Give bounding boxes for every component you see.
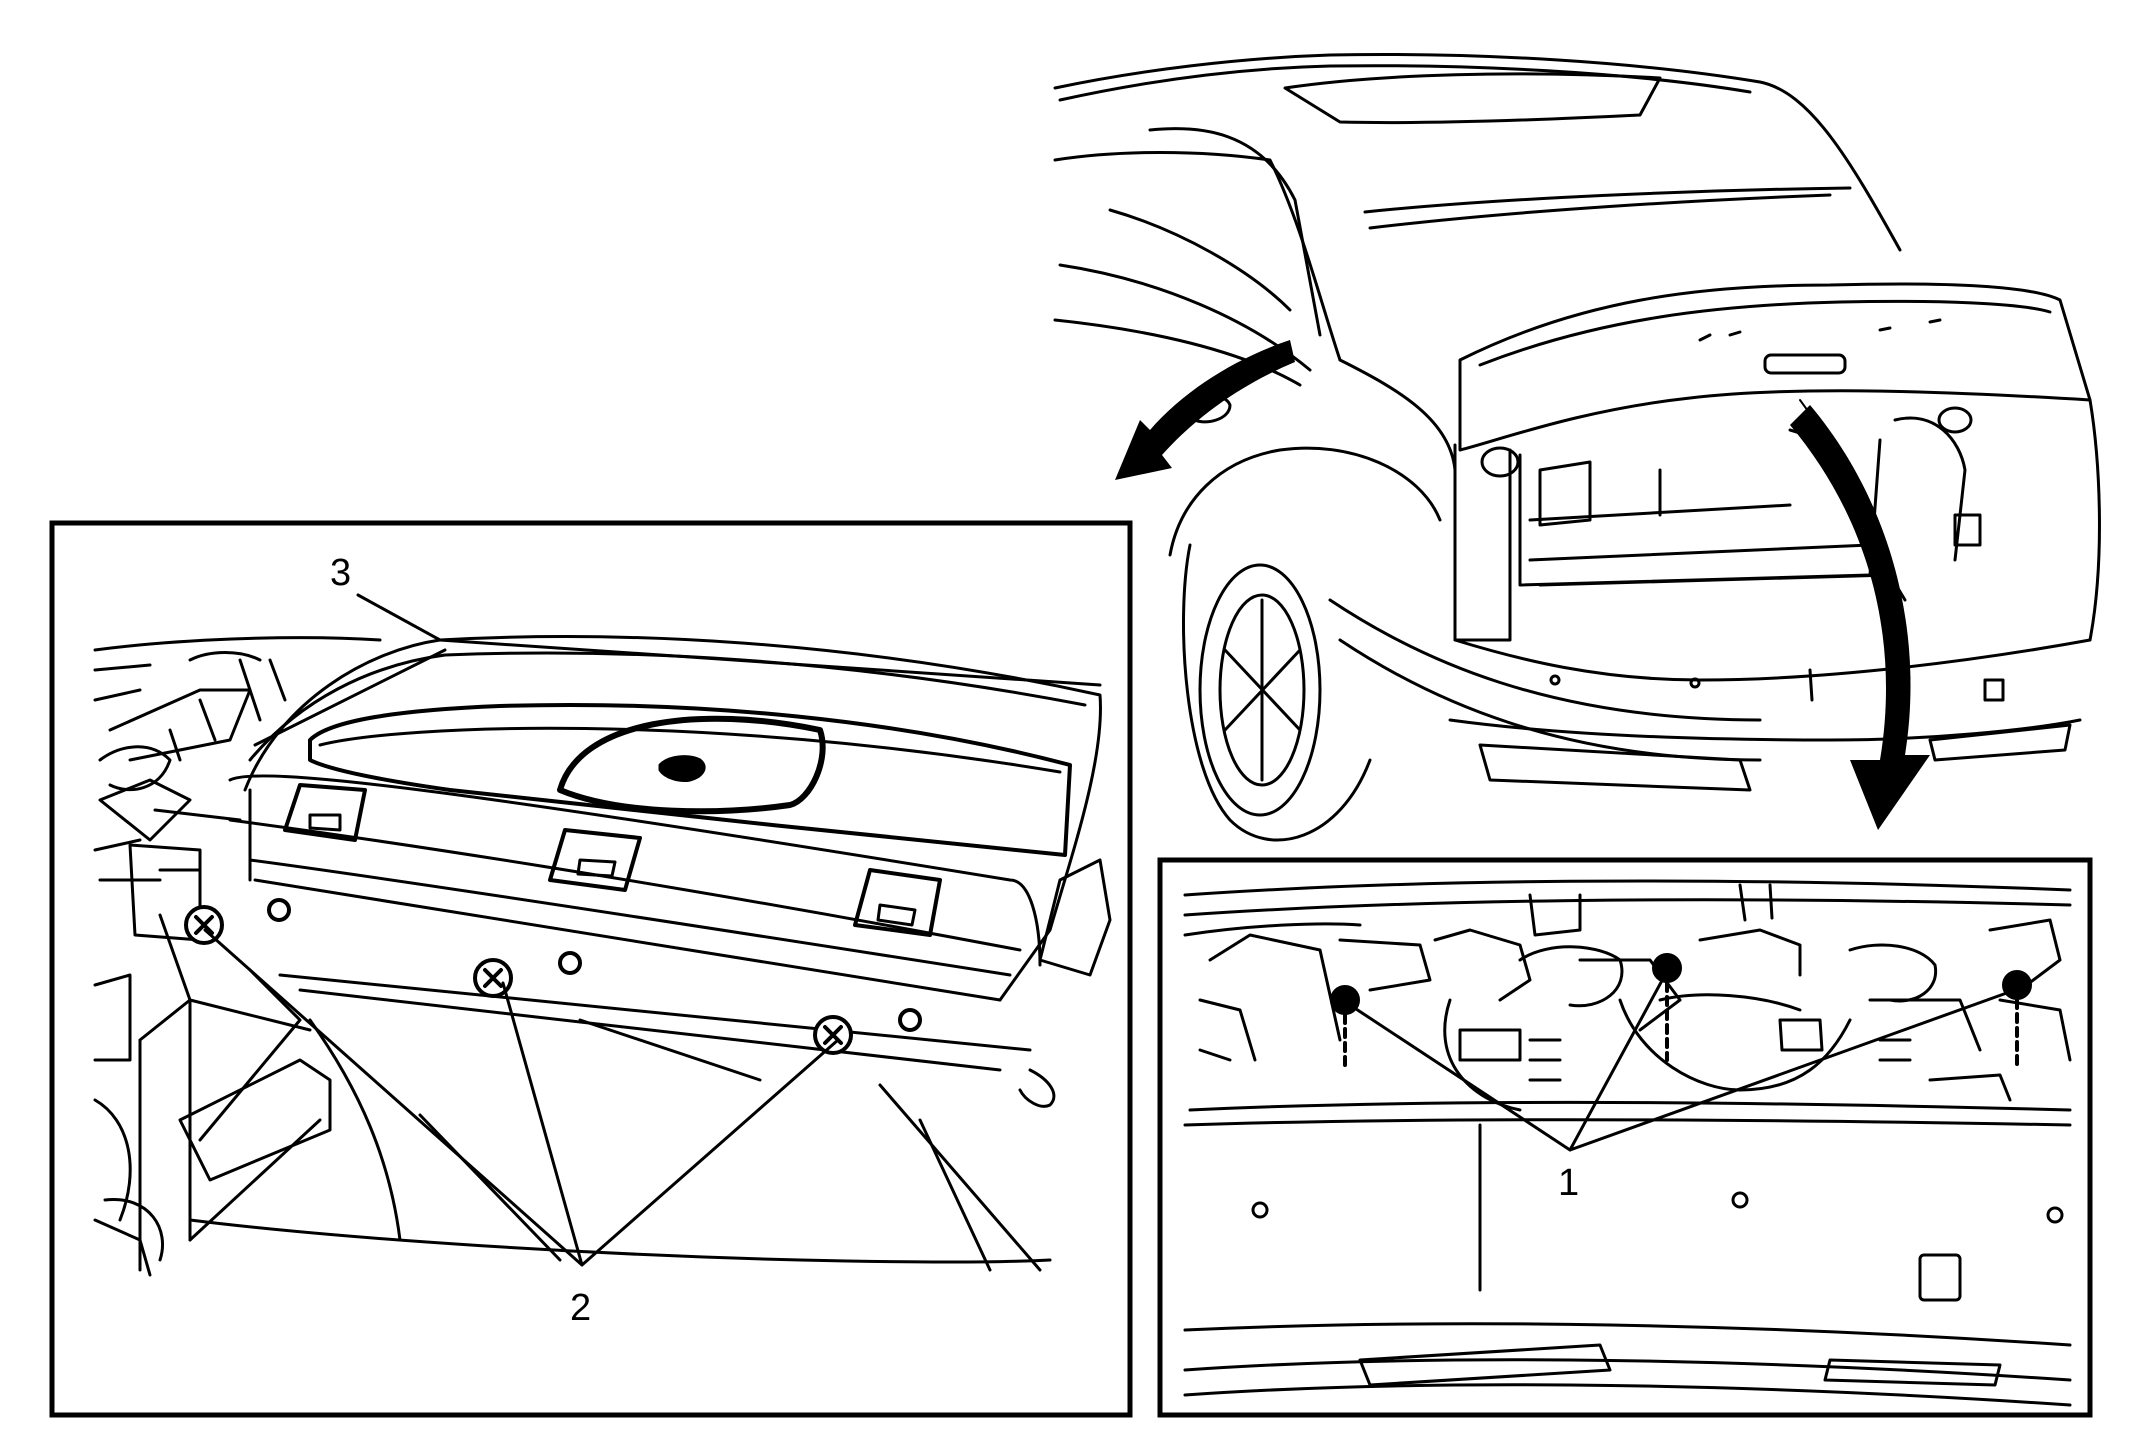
callout-2: 2 (570, 1287, 591, 1329)
rear-wheel (1198, 563, 1322, 817)
left-detail-drawing (93, 593, 1112, 1277)
leader-line-1 (1348, 973, 2017, 1152)
car-overview (1053, 52, 2101, 842)
leader-line-2 (203, 928, 840, 1267)
tether-pocket-left (283, 783, 367, 842)
rear-shelf-panel (243, 635, 1102, 1002)
callout-1: 1 (1558, 1162, 1579, 1204)
sunroof (1283, 72, 1662, 125)
callout-3: 3 (330, 552, 351, 594)
push-pin-fastener (2002, 970, 2032, 1067)
shelf-opening (308, 702, 1072, 857)
push-pin-fastener (1330, 985, 1360, 1072)
push-pin-fastener (473, 951, 582, 998)
tether-pocket-right (853, 868, 942, 937)
push-pin-fastener (1652, 953, 1682, 1062)
right-detail-drawing (1183, 879, 2072, 1407)
push-pin-fastener (184, 898, 291, 945)
trunk-handle (1763, 353, 1847, 375)
speaker-grille (557, 715, 826, 815)
trunk-lid (1458, 282, 2092, 452)
leader-line-3 (356, 593, 442, 642)
tether-pocket-center (548, 828, 642, 892)
detail-panel-left (49, 520, 1133, 1418)
arrow-left-icon (1115, 340, 1295, 480)
arrow-down-icon (1790, 405, 1930, 830)
detail-panel-right (1157, 857, 2093, 1418)
